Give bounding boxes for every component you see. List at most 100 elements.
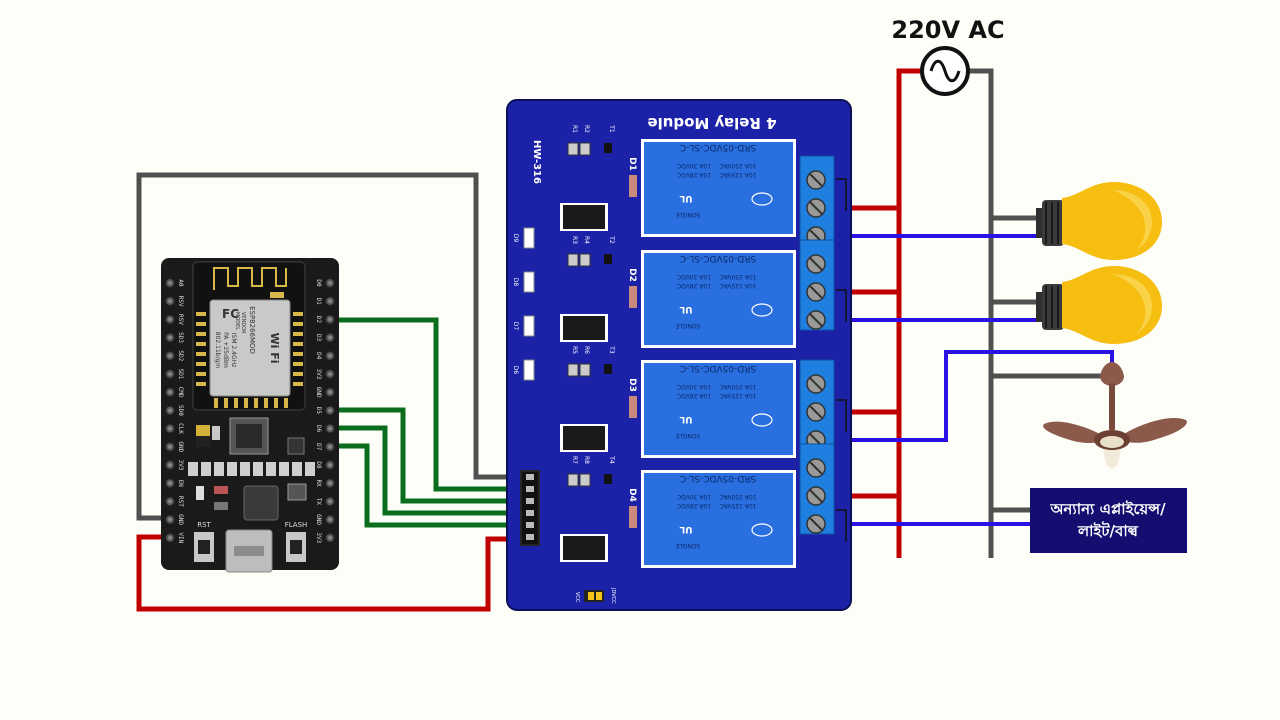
nodemcu-board: ESP8266MOD Wi Fi ISM 2.4GHz PA +25dBm 80… xyxy=(161,258,339,573)
indicator-led xyxy=(523,315,535,337)
relay-rating4: 10A 28VDC xyxy=(677,282,711,289)
wifi-brand: Wi Fi xyxy=(268,332,281,363)
antenna-trace xyxy=(213,267,287,290)
relay-rating3: 10A 30VDC xyxy=(677,383,711,390)
relay-rating4: 10A 28VDC xyxy=(677,392,711,399)
status-led xyxy=(629,396,637,418)
cqc-logo-icon xyxy=(751,303,773,317)
ac-source: 220V AC xyxy=(891,16,1005,96)
wifi-module-pads xyxy=(196,312,303,408)
relay-rating3: 10A 30VDC xyxy=(677,162,711,169)
pin-label-left: SD0 xyxy=(177,405,184,416)
wifi-pa: PA +25dBm xyxy=(222,332,229,368)
usb-serial-header xyxy=(188,462,315,476)
pin-label-left: CMD xyxy=(177,387,184,398)
transistor xyxy=(604,474,612,484)
jumper-label-vcc: VCC xyxy=(574,592,580,603)
pin-label-right: D2 xyxy=(315,316,322,324)
pin-label-left: RSV xyxy=(177,314,184,325)
pin-label-left: CLK xyxy=(177,423,184,434)
relay-brand: SONGLE xyxy=(675,322,700,329)
usb-serial-chip xyxy=(243,485,279,521)
relay-rating4: 10A 28VDC xyxy=(677,171,711,178)
wifi-shield xyxy=(209,299,291,397)
resistor xyxy=(567,473,579,487)
jumper-label-jdvcc: JDVCC xyxy=(610,587,616,604)
status-led xyxy=(629,506,637,528)
vcc-wire xyxy=(136,172,522,521)
relay-brand: SONGLE xyxy=(675,211,700,218)
vcc-jumper[interactable]: JDVCC VCC xyxy=(574,587,616,604)
pin-label-right: D6 xyxy=(315,425,322,433)
light-bulb-1 xyxy=(1036,182,1162,260)
pin-label-right: TX xyxy=(315,498,322,506)
relay-body xyxy=(644,142,793,234)
ceiling-fan xyxy=(1043,362,1187,468)
pin-label-right: 3V3 xyxy=(315,369,322,380)
sine-wave-icon xyxy=(929,59,961,83)
resistor xyxy=(579,142,591,156)
wifi-model-label: MODEL xyxy=(234,312,240,330)
pin-label-left: SD3 xyxy=(177,332,184,343)
ul-logo-icon: UL xyxy=(679,414,692,424)
rst-button[interactable]: RST xyxy=(194,521,214,562)
phase-main xyxy=(896,68,922,558)
ac-source-label: 220V AC xyxy=(891,16,1004,44)
cqc-logo-icon xyxy=(751,523,773,537)
ul-logo-icon: UL xyxy=(679,524,692,534)
pin-label-right: D5 xyxy=(315,407,322,415)
other-appliance-label-line2: লাইট/বাল্ব xyxy=(1077,521,1139,540)
nodemcu-left-pins: A0RSVRSVSD3SD2SD1CMDSD0CLKGND3V3ENRSTGND… xyxy=(165,278,184,544)
cqc-logo-icon xyxy=(751,192,773,206)
relay-rating1: 10A 250VAC xyxy=(719,383,756,390)
relay-rating4: 10A 28VDC xyxy=(677,502,711,509)
pin-label-left: GND xyxy=(177,514,184,525)
relay-part: SRD-05VDC-SL-C xyxy=(680,142,756,152)
relay-rating1: 10A 250VAC xyxy=(719,493,756,500)
pin-label-left: SD1 xyxy=(177,369,184,380)
pin-label-right: D7 xyxy=(315,443,322,451)
relay-body xyxy=(644,473,793,565)
flash-button[interactable]: FLASH xyxy=(285,521,308,562)
relay-rating3: 10A 30VDC xyxy=(677,493,711,500)
other-appliance-label-line1: অন্যান্য এপ্লাইয়েন্স/ xyxy=(1049,499,1166,518)
relay-brand: SONGLE xyxy=(675,542,700,549)
relay-rating2: 10A 125VAC xyxy=(719,392,756,399)
resistor xyxy=(567,142,579,156)
indicator-led-label: D8 xyxy=(512,278,519,287)
signal-wire-d5 xyxy=(330,407,522,504)
pin-label-right: D8 xyxy=(315,461,322,469)
pin-label-right: D1 xyxy=(315,298,322,306)
wifi-protocol: 802.11b/g/n xyxy=(214,332,221,369)
relay-rating2: 10A 125VAC xyxy=(719,282,756,289)
resistor xyxy=(579,363,591,377)
relay-body xyxy=(644,363,793,455)
relay-rating3: 10A 30VDC xyxy=(677,273,711,280)
pin-label-left: RSV xyxy=(177,296,184,307)
relay-rating1: 10A 250VAC xyxy=(719,162,756,169)
light-bulb-2 xyxy=(1036,266,1162,344)
wifi-chip-model: ESP8266MOD xyxy=(248,306,256,354)
resistor xyxy=(567,253,579,267)
led-label: D3 xyxy=(627,378,637,392)
ul-logo-icon: UL xyxy=(679,193,692,203)
wifi-vendor: VENDOR xyxy=(240,312,246,334)
wifi-ism: ISM 2.4GHz xyxy=(230,333,237,368)
signal-wire-d2 xyxy=(330,317,522,492)
transistor-label: T2 xyxy=(608,235,615,244)
relay-module-model: HW-316 xyxy=(531,140,542,184)
bulb-icon xyxy=(1036,182,1162,260)
relay-module: 4 Relay Module HW-316 SRD-05VDC-SL-C10A … xyxy=(506,99,852,611)
pin-label-left: A0 xyxy=(177,279,184,287)
indicator-led xyxy=(523,271,535,293)
cqc-logo-icon xyxy=(751,413,773,427)
resistor-label: R1 xyxy=(571,125,578,133)
led-label: D4 xyxy=(627,488,637,502)
resistor xyxy=(567,363,579,377)
pin-label-right: D3 xyxy=(315,334,322,342)
led-label: D1 xyxy=(627,157,637,171)
